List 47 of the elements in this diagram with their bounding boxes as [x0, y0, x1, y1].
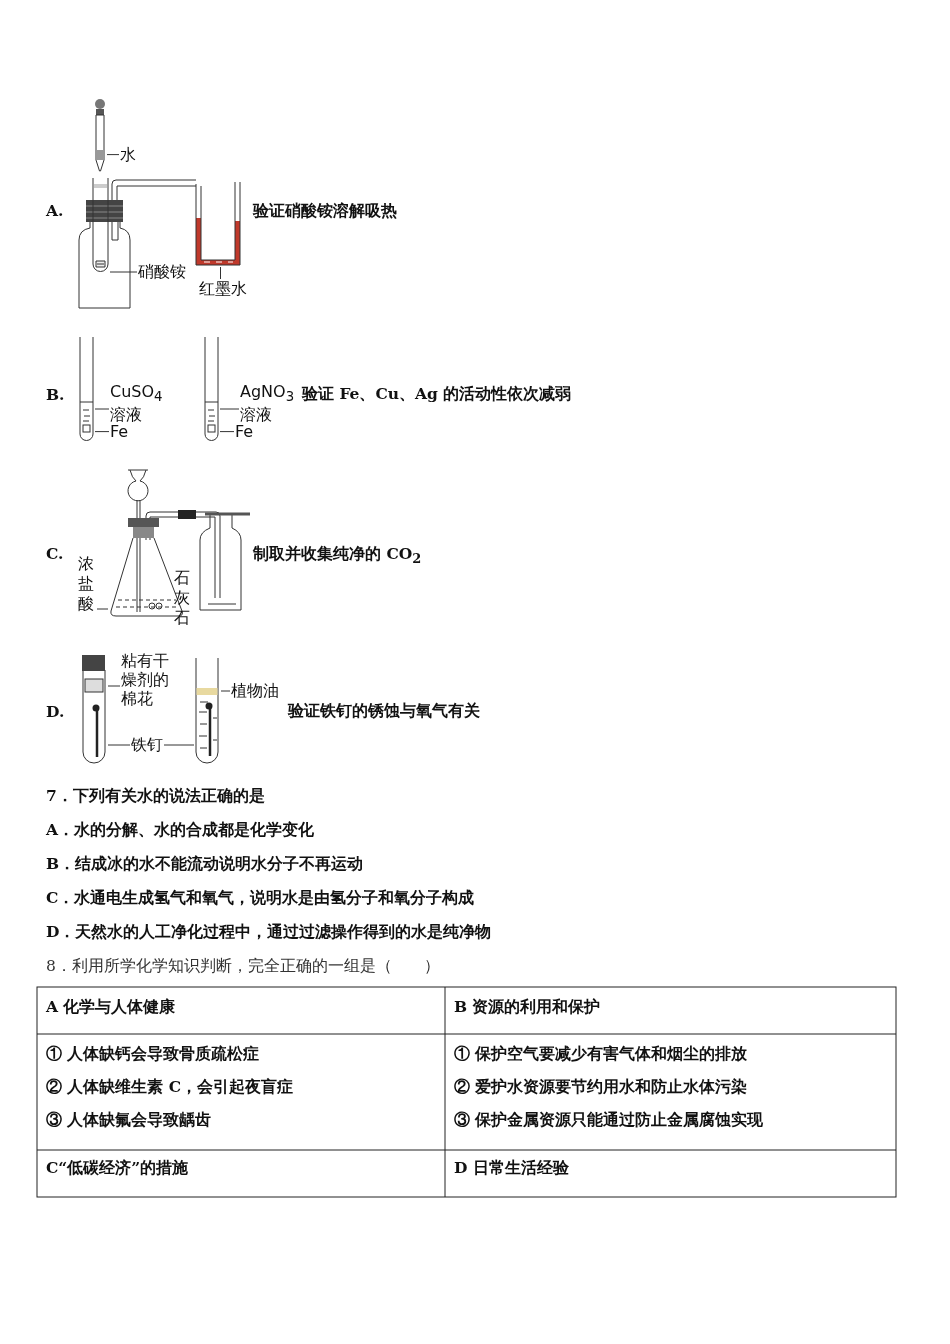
option-letter: B.: [46, 386, 65, 405]
option-letter: D.: [46, 703, 65, 722]
leader-line: [219, 408, 240, 410]
option-text: D．天然水的人工净化过程中，通过过滤操作得到的水是纯净物: [46, 923, 492, 942]
cell-text: A 化学与人体健康: [46, 998, 176, 1017]
option-letter: C.: [46, 545, 64, 564]
statement-text: 验证铁钉的锈蚀与氧气有关: [288, 702, 480, 721]
annotation-label: Fe: [110, 422, 129, 442]
leader-line: [94, 431, 110, 433]
annotation-label: 硝酸铵: [138, 262, 186, 282]
leader-line: [219, 431, 235, 433]
annotation-label: 粘有干燥剂的棉花: [121, 651, 179, 709]
cell-text: ② 爱护水资源要节约用水和防止水体污染: [454, 1078, 748, 1097]
cell-text: ① 保护空气要减少有害气体和烟尘的排放: [454, 1045, 748, 1064]
leader-line: [107, 685, 121, 687]
cell-text: B 资源的利用和保护: [454, 998, 601, 1017]
cell-text: ③ 人体缺氟会导致龋齿: [46, 1111, 212, 1130]
question-text: 8．利用所学化学知识判断，完全正确的一组是（ ）: [46, 957, 440, 976]
leader-line: [96, 608, 109, 610]
annotation-label: 红墨水: [199, 279, 247, 299]
annotation-label: AgNO$_{3}$溶液: [240, 382, 294, 425]
cell-text: D 日常生活经验: [454, 1159, 569, 1178]
cell-text: C“低碳经济”的措施: [46, 1159, 189, 1178]
statement-text: 制取并收集纯净的 CO$_{2}$: [253, 545, 422, 567]
option-text: A．水的分解、水的合成都是化学变化: [46, 821, 315, 840]
annotation-label: Fe: [235, 422, 254, 442]
annotation-label: 铁钉: [131, 735, 163, 755]
cell-text: ② 人体缺维生素 C，会引起夜盲症: [46, 1078, 294, 1097]
cell-text: ③ 保护金属资源只能通过防止金属腐蚀实现: [454, 1111, 764, 1130]
option-text: C．水通电生成氢气和氧气，说明水是由氢分子和氧分子构成: [46, 889, 475, 908]
annotation-label: 水: [120, 145, 136, 165]
question-text: 7．下列有关水的说法正确的是: [46, 787, 265, 806]
annotation-label: 植物油: [231, 681, 279, 701]
leader-line: [220, 266, 221, 280]
leader-line: [107, 744, 131, 746]
leader-line: [163, 744, 195, 746]
option-text: B．结成冰的水不能流动说明水分子不再运动: [46, 855, 364, 874]
cell-text: ① 人体缺钙会导致骨质疏松症: [46, 1045, 260, 1064]
statement-text: 验证 Fe、Cu、Ag 的活动性依次减弱: [302, 385, 572, 404]
leader-line: [94, 408, 110, 410]
annotation-label: CuSO$_{4}$溶液: [110, 382, 164, 425]
annotation-label: 石灰石: [174, 568, 191, 628]
annotation-label: 浓盐酸: [78, 554, 96, 614]
leader-line: [106, 154, 120, 156]
leader-line: [109, 271, 138, 273]
option-letter: A.: [46, 202, 64, 221]
leader-line: [220, 690, 231, 692]
